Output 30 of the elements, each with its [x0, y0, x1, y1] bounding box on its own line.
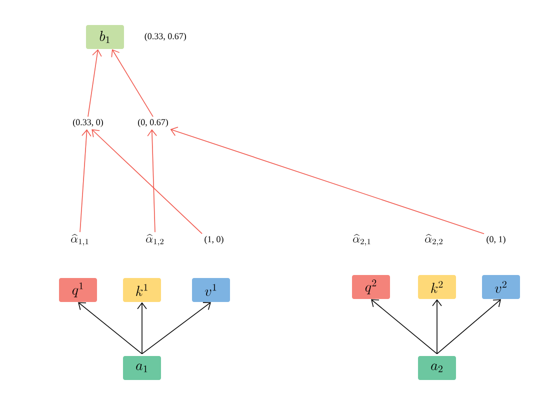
value-label: (0, 0.67): [138, 118, 168, 128]
value-label: (0.33, 0): [73, 118, 103, 128]
arrow: [137, 302, 147, 354]
weight-label: $\widehat{\alpha}_{2,2}$: [425, 234, 442, 246]
variable-box: $q^2$: [352, 275, 390, 299]
arrow: [92, 129, 202, 234]
arrow: [436, 299, 501, 354]
arrow: [88, 49, 102, 118]
value-label: (0, 1): [486, 236, 506, 244]
arrow: [147, 129, 157, 232]
arrow: [111, 49, 154, 118]
arrow: [78, 302, 142, 354]
variable-box: $a_1$: [123, 356, 161, 380]
arrow: [432, 299, 442, 354]
weight-label: $\widehat{\alpha}_{1,1}$: [71, 234, 88, 246]
weight-label: $\widehat{\alpha}_{1,2}$: [146, 234, 164, 246]
variable-box: $k^1$: [123, 278, 161, 302]
arrow: [142, 302, 211, 354]
variable-box: $k^2$: [418, 275, 456, 299]
weight-label: $\widehat{\alpha}_{2,1}$: [353, 234, 370, 246]
arrow: [371, 299, 438, 354]
arrow: [80, 129, 92, 232]
variable-box: $q^1$: [59, 278, 97, 302]
variable-box: $b_1$: [86, 25, 124, 49]
variable-box: $a_2$: [418, 356, 456, 380]
variable-box: $v^2$: [482, 275, 520, 299]
arrow: [170, 126, 484, 234]
value-label: (1, 0): [204, 236, 224, 244]
variable-box: $v^1$: [192, 278, 230, 302]
value-label: (0.33, 0.67): [144, 32, 186, 42]
